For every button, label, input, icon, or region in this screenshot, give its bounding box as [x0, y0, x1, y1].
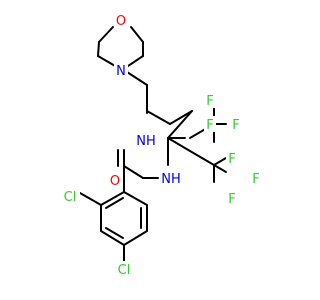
bond: [146, 110, 171, 125]
bond: [105, 197, 124, 209]
fluorine-label: F: [228, 192, 235, 207]
bond: [213, 157, 227, 166]
bond: [169, 110, 193, 125]
bond: [167, 110, 193, 139]
nitrogen-label: N: [116, 64, 126, 79]
bond: [130, 26, 144, 43]
chlorine-label: Cl: [118, 263, 131, 278]
bond: [123, 230, 148, 246]
label-bg: [204, 116, 216, 132]
bond: [97, 41, 100, 57]
label-bg: [60, 188, 80, 204]
label-bg: [226, 150, 238, 166]
amide-nh-label: NH: [161, 172, 181, 187]
fluorine-label: F: [252, 172, 259, 187]
label-bg: [108, 172, 122, 188]
label-backgrounds: [60, 12, 262, 277]
bond: [123, 191, 148, 206]
bond: [105, 227, 124, 239]
bond: [189, 150, 215, 166]
bond: [79, 192, 102, 206]
label-bg: [226, 190, 238, 206]
fluorine-label: F: [228, 152, 235, 167]
bond: [100, 191, 125, 206]
fluorine-label: F: [206, 94, 213, 109]
label-bg: [114, 12, 128, 28]
label-bg: [159, 170, 183, 186]
label-bg: [134, 132, 158, 148]
bond: [126, 71, 148, 86]
bond-layer: [79, 26, 227, 266]
label-bg: [250, 170, 262, 186]
label-bg: [230, 116, 242, 132]
amine-nh-label: NH: [136, 134, 156, 149]
bond: [213, 164, 227, 173]
bond: [167, 137, 191, 152]
bond: [123, 165, 144, 179]
bond: [98, 26, 114, 43]
carbonyl-oxygen-label: O: [110, 174, 120, 189]
label-bg: [114, 62, 128, 78]
fluorine-label: F: [206, 118, 213, 133]
label-bg: [204, 92, 216, 108]
fluorine-label: F: [232, 118, 239, 133]
chlorine-label: Cl: [64, 190, 77, 205]
atom-labels: O N NH NH O F F F F F F Cl Cl: [64, 14, 260, 278]
oxygen-label: O: [116, 14, 126, 29]
molecule-structure: O N NH NH O F F F F F F Cl Cl: [60, 12, 262, 278]
label-bg: [114, 261, 134, 277]
bond: [100, 230, 125, 246]
